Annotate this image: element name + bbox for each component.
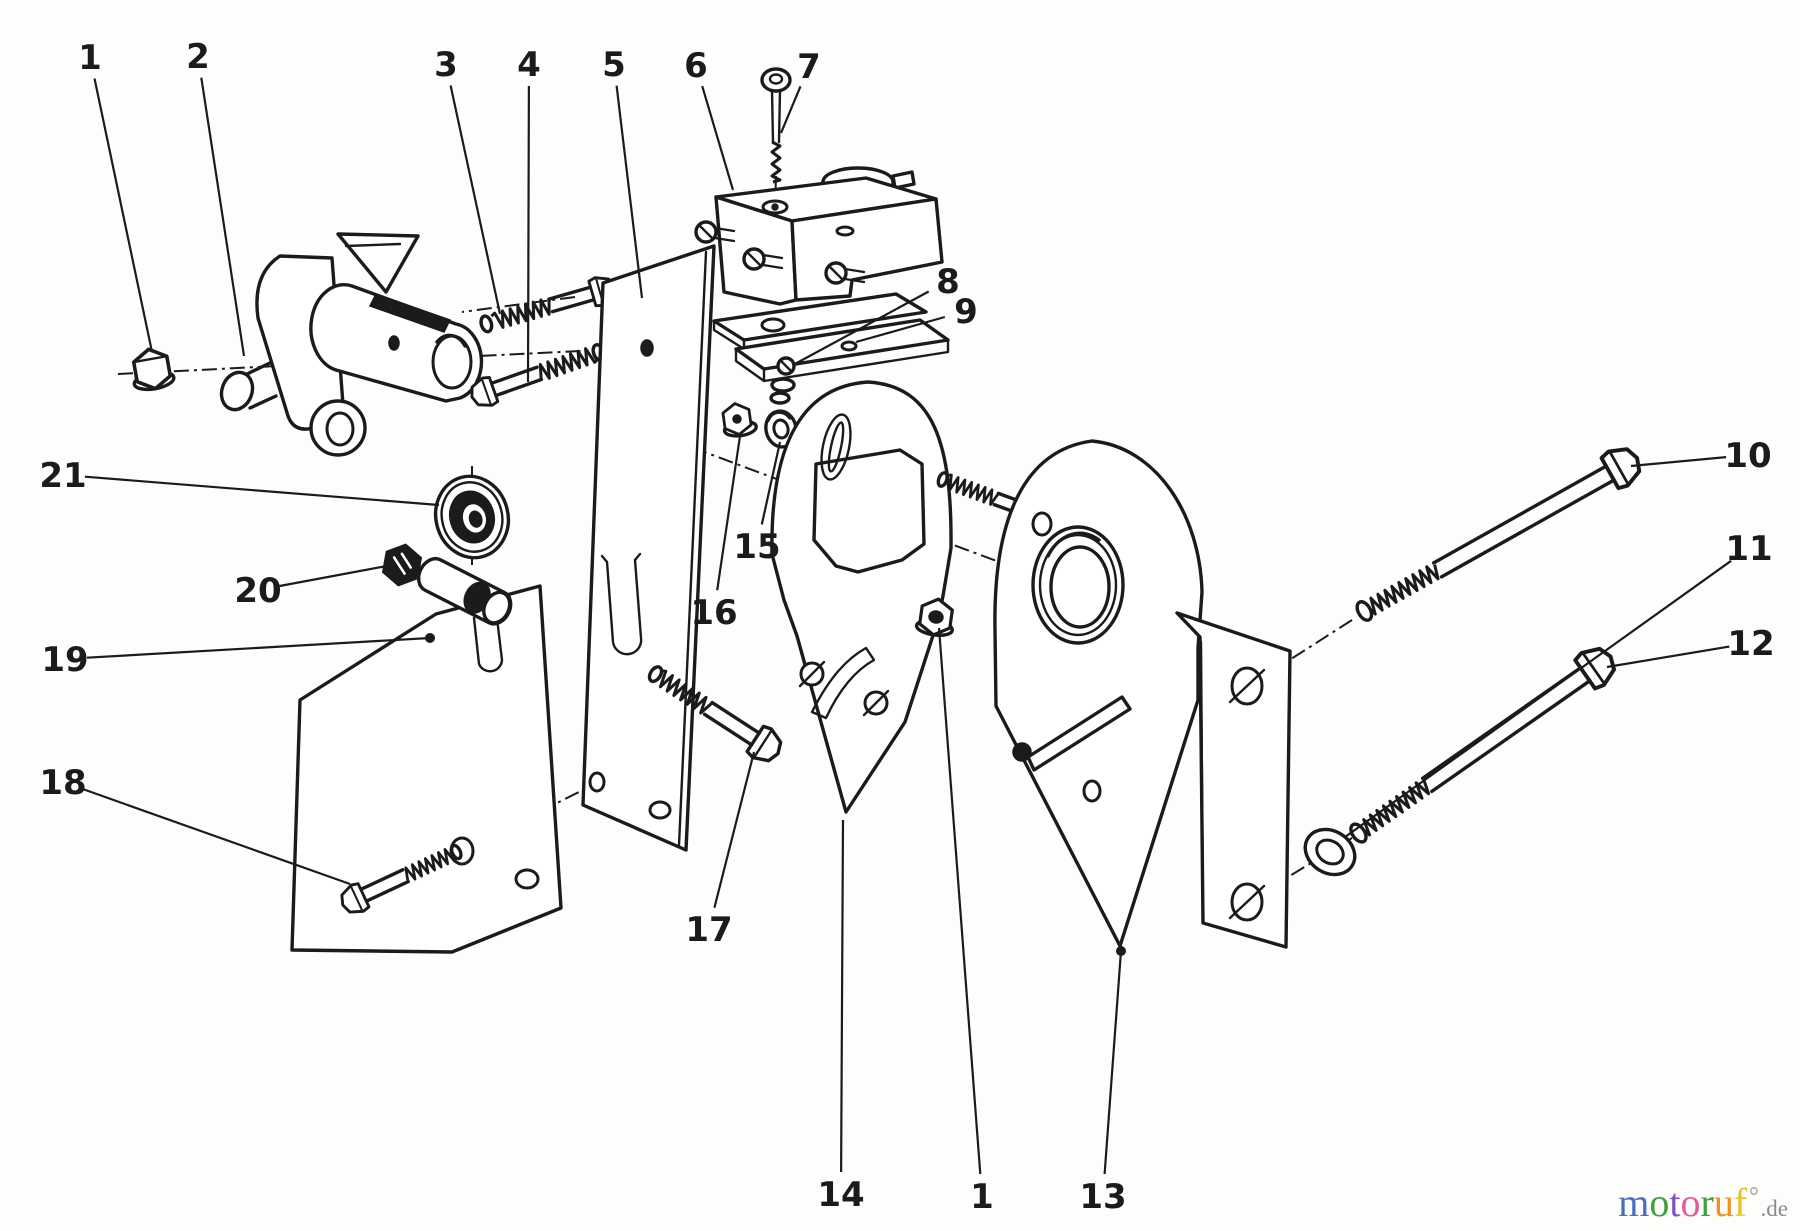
leader-line-5-4 — [615, 85, 644, 299]
leader-line-1-14 — [937, 627, 982, 1175]
spacer-bushing — [416, 556, 513, 626]
part-10-bolt — [1355, 438, 1649, 622]
leader-line-20-20 — [279, 564, 388, 588]
leader-line-4-3 — [526, 85, 531, 383]
logo-letter: u — [1713, 1180, 1734, 1225]
part-callout-7-6: 7 — [797, 47, 821, 87]
part-callout-1-0: 1 — [78, 38, 102, 78]
part-callout-11-10: 11 — [1725, 529, 1772, 569]
leader-line-15-15 — [760, 441, 782, 525]
part-callout-21-21: 21 — [39, 456, 86, 496]
part-17-bolt — [647, 665, 789, 770]
part-callout-18-18: 18 — [39, 763, 86, 803]
switch-mounting-screw — [694, 220, 736, 244]
leader-line-16-16 — [716, 435, 742, 591]
part-11-washer — [1303, 827, 1357, 877]
leader-line-8-7 — [792, 290, 930, 366]
part-callout-17-17: 17 — [685, 910, 732, 950]
switch-mounting-screw — [824, 261, 866, 285]
part-20-hex-nut — [380, 540, 424, 590]
screw-hole-mark — [1228, 666, 1266, 706]
part-1-hex-nut — [130, 344, 176, 394]
part-callout-5-4: 5 — [602, 45, 626, 85]
part-callout-1-14: 1 — [970, 1177, 994, 1217]
leader-line-19-19 — [86, 636, 431, 659]
part-19-bracket-plate — [290, 584, 563, 954]
leader-line-13-12 — [1103, 950, 1123, 1175]
leader-line-12-11 — [1606, 645, 1730, 669]
motoruf-logo[interactable]: motoruf˚.de — [1618, 1183, 1788, 1223]
screw-hole-mark — [1228, 882, 1266, 922]
part-12-bolt — [1349, 638, 1624, 844]
part-1-hex-nut — [914, 595, 956, 639]
part-callout-8-7: 8 — [936, 262, 960, 302]
logo-suffix: .de — [1760, 1196, 1788, 1221]
part-4-bolt — [465, 343, 606, 413]
leader-dot-13 — [1116, 946, 1126, 956]
logo-letter: r — [1700, 1180, 1714, 1225]
leader-line-10-9 — [1630, 456, 1727, 468]
part-21-pulley — [433, 474, 511, 560]
part-8-plate — [712, 292, 928, 351]
leader-line-18-18 — [83, 788, 351, 886]
part-callout-10-9: 10 — [1724, 436, 1771, 476]
switch-mounting-screw — [742, 247, 784, 271]
part-callout-4-3: 4 — [517, 45, 541, 85]
screw-hole-mark — [862, 689, 890, 717]
logo-letter: t — [1669, 1180, 1681, 1225]
part-callout-13-12: 13 — [1079, 1177, 1126, 1217]
part-callout-9-8: 9 — [954, 292, 978, 332]
leader-line-7-6 — [779, 85, 802, 134]
leader-line-3-2 — [449, 85, 502, 315]
part-callout-6-5: 6 — [684, 46, 708, 86]
leader-line-9-8 — [855, 315, 946, 344]
part-6-switch — [694, 166, 944, 306]
part-callout-15-15: 15 — [733, 527, 780, 567]
logo-letter: m — [1618, 1180, 1650, 1225]
part-16-flange-nut — [720, 400, 758, 438]
part-5-switch-bracket-plate — [581, 244, 716, 852]
screw-hole-mark — [798, 660, 826, 688]
leader-dot-19 — [425, 633, 435, 643]
part-callout-19-19: 19 — [41, 640, 88, 680]
logo-letter: f — [1733, 1180, 1748, 1225]
part-14-cover-plate — [770, 380, 953, 814]
leader-line-11-10 — [1344, 559, 1732, 838]
leader-line-2-1 — [200, 77, 246, 357]
leader-line-14-13 — [839, 819, 845, 1173]
part-7-screw — [760, 67, 792, 184]
leader-line-1-0 — [93, 78, 154, 353]
part-callout-3-2: 3 — [434, 45, 458, 85]
part-callout-12-11: 12 — [1727, 624, 1774, 664]
part-3-bolt — [479, 271, 620, 334]
logo-letter: o — [1649, 1180, 1670, 1225]
leader-line-17-17 — [713, 751, 756, 908]
motoruf-logo-word: motoruf˚ — [1618, 1180, 1760, 1225]
part-callout-14-13: 14 — [817, 1175, 864, 1215]
part-callout-20-20: 20 — [234, 571, 281, 611]
part-2-pivot-bracket-assembly — [219, 232, 484, 457]
leader-line-6-5 — [701, 85, 735, 191]
part-18-bolt — [335, 843, 463, 920]
part-callout-16-16: 16 — [690, 593, 737, 633]
leader-line-21-21 — [84, 475, 440, 507]
part-13-side-plate-assembly — [993, 439, 1292, 949]
part-callout-2-1: 2 — [186, 37, 210, 77]
logo-letter: o — [1680, 1180, 1701, 1225]
small-screw-and-washer — [769, 356, 796, 405]
logo-letter: ˚ — [1747, 1180, 1761, 1225]
